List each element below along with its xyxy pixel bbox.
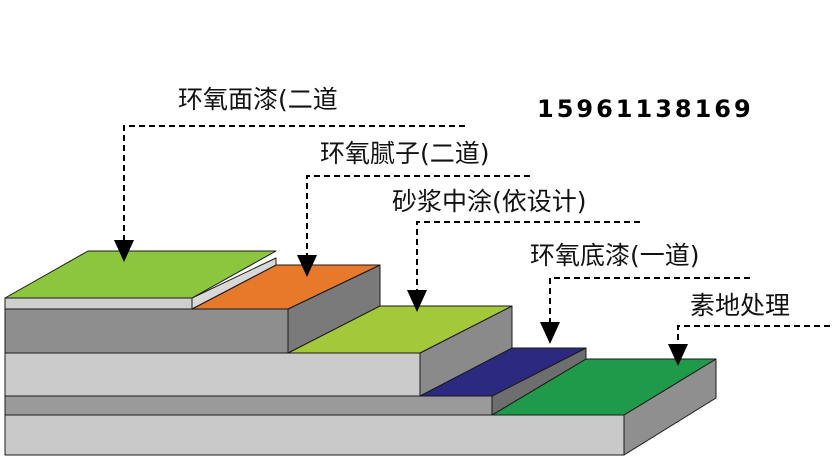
primer-callout — [540, 277, 750, 344]
topcoat-callout — [114, 125, 465, 262]
putty-callout — [297, 175, 530, 277]
bottom-slab-front — [4, 414, 625, 456]
putty-arrow-icon — [297, 255, 317, 277]
substrate-label: 素地处理 — [690, 291, 790, 320]
mortar-label: 砂浆中涂(依设计) — [392, 187, 587, 216]
mortar-callout — [407, 221, 640, 312]
primer-label: 环氧底漆(一道) — [530, 241, 700, 270]
putty-label: 环氧腻子(二道) — [320, 139, 490, 168]
substrate-callout — [668, 325, 830, 366]
topcoat-label: 环氧面漆(二道 — [178, 85, 338, 114]
topcoat-arrow-icon — [114, 240, 134, 262]
third-slab-front — [4, 352, 421, 397]
primer-arrow-icon — [540, 322, 560, 344]
fourth-slab-front — [4, 308, 289, 354]
phone-number: 15961138169 — [537, 95, 754, 123]
topcoat-layer — [4, 250, 277, 299]
mortar-arrow-icon — [407, 290, 427, 312]
top-slab-front — [4, 297, 193, 310]
substrate-arrow-icon — [668, 344, 688, 366]
top-slab-side — [191, 257, 277, 310]
second-slab-front — [4, 395, 493, 416]
